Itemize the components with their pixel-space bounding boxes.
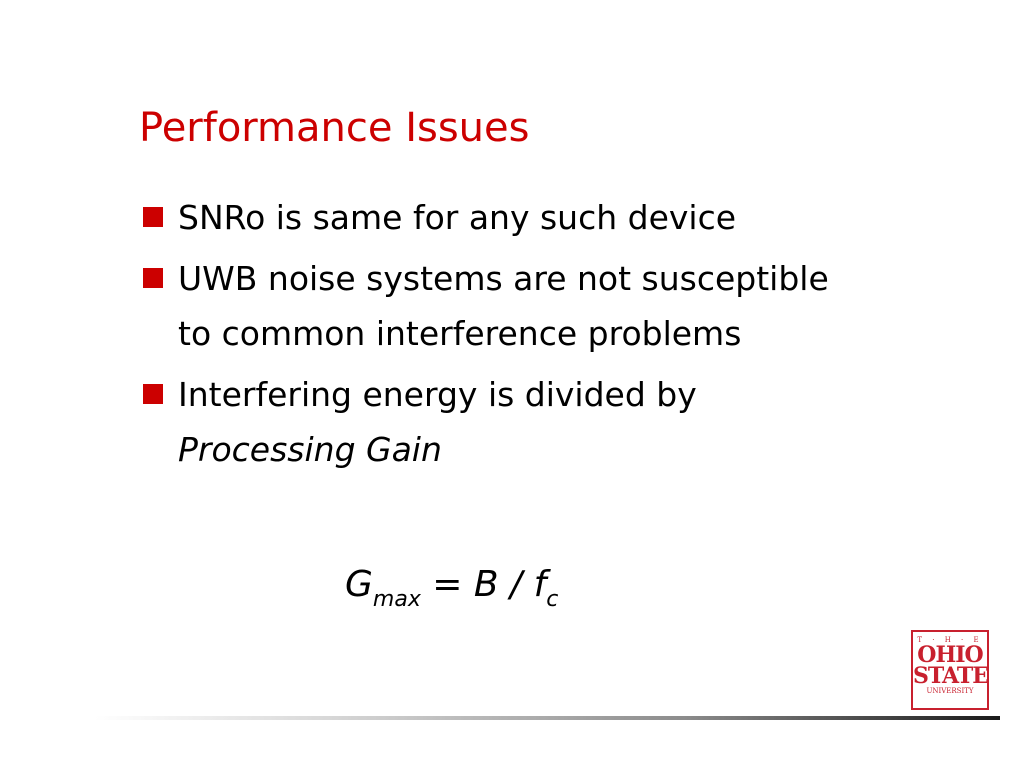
formula-rhs: = B / f [420,564,547,605]
ohio-state-logo: T · H · E OHIO STATE UNIVERSITY [911,630,989,710]
logo-state: STATE [913,663,989,689]
bullet-text-emphasis: Processing Gain [178,430,442,469]
bullet-text: Interfering energy is divided by [178,375,697,414]
bullet-item: UWB noise systems are not susceptible to… [143,251,1003,361]
logo-the: T · H · E [917,636,983,644]
bullet-text-continuation: to common interference problems [178,314,742,353]
processing-gain-formula: Gmax = B / fc [345,560,558,625]
formula-lhs: G [345,564,373,605]
formula-rhs-subscript: c [546,587,559,612]
square-bullet-icon [143,207,163,227]
logo-ohio: OHIO [917,642,983,668]
slide-title: Performance Issues [139,105,530,151]
bullet-list: SNRo is same for any such device UWB noi… [143,190,1003,483]
square-bullet-icon [143,384,163,404]
formula-lhs-subscript: max [372,587,421,612]
square-bullet-icon [143,268,163,288]
bullet-item: SNRo is same for any such device [143,190,1003,245]
footer-divider [95,716,1000,720]
bullet-text: UWB noise systems are not susceptible [178,259,829,298]
bullet-item: Interfering energy is divided by Process… [143,367,1003,477]
bullet-text: SNRo is same for any such device [178,198,737,237]
logo-university: UNIVERSITY [926,687,974,695]
